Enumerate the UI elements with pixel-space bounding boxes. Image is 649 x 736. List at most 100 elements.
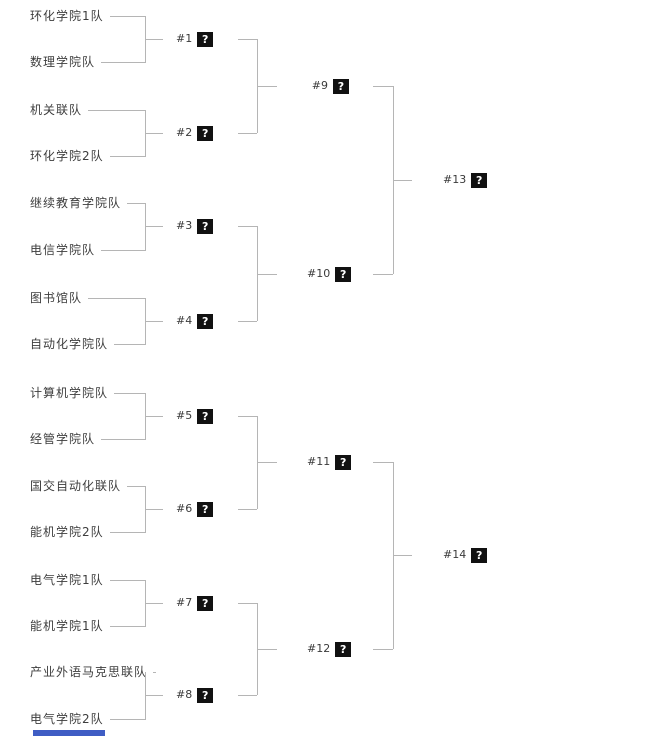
team-row: 数理学院队 (30, 54, 146, 70)
match-label-12: #12? (307, 641, 352, 657)
team-name: 电气学院2队 (30, 712, 104, 726)
team-name: 数理学院队 (30, 55, 96, 69)
bracket-connector (145, 695, 163, 696)
result-placeholder-icon: ? (197, 687, 214, 703)
bracket-connector (145, 509, 163, 510)
team-name: 环化学院2队 (30, 149, 104, 163)
result-placeholder-icon: ? (197, 595, 214, 611)
team-name: 国交自动化联队 (30, 479, 122, 493)
team-row: 电信学院队 (30, 242, 146, 258)
bracket-connector (114, 343, 146, 345)
bracket-connector (393, 555, 412, 556)
match-label-9: #9? (307, 78, 349, 94)
team-name: 自动化学院队 (30, 337, 109, 351)
team-name: 图书馆队 (30, 291, 83, 305)
team-row: 图书馆队 (30, 290, 146, 306)
bracket-connector (109, 531, 146, 533)
team-name: 经管学院队 (30, 432, 96, 446)
bracket-connector (373, 462, 393, 463)
bracket-connector (145, 321, 163, 322)
match-label-5: #5? (176, 408, 214, 424)
bracket-connector (145, 133, 163, 134)
team-row: 继续教育学院队 (30, 195, 146, 211)
match-number: #3 (176, 219, 193, 232)
result-placeholder-icon: ? (335, 641, 352, 657)
team-row: 环化学院2队 (30, 148, 146, 164)
bracket-connector (153, 671, 157, 673)
match-label-2: #2? (176, 125, 214, 141)
match-number: #11 (307, 455, 331, 468)
bracket-connector (109, 15, 146, 17)
bracket-connector (145, 39, 163, 40)
bracket-connector (145, 416, 163, 417)
result-placeholder-icon: ? (197, 31, 214, 47)
team-name: 电气学院1队 (30, 573, 104, 587)
result-placeholder-icon: ? (335, 454, 352, 470)
match-number: #2 (176, 126, 193, 139)
team-row: 能机学院1队 (30, 618, 146, 634)
bracket-connector (145, 603, 163, 604)
bracket-connector (145, 226, 163, 227)
bracket-connector (238, 39, 257, 40)
match-number: #5 (176, 409, 193, 422)
result-placeholder-icon: ? (471, 172, 488, 188)
team-name: 能机学院1队 (30, 619, 104, 633)
bracket-connector (127, 485, 146, 487)
result-placeholder-icon: ? (197, 501, 214, 517)
bracket-connector (114, 392, 146, 394)
result-placeholder-icon: ? (197, 313, 214, 329)
bracket-connector (238, 133, 257, 134)
bracket-connector (101, 438, 146, 440)
bracket-connector (109, 718, 146, 720)
bracket-connector (257, 86, 277, 87)
team-name: 计算机学院队 (30, 386, 109, 400)
bracket-connector (238, 695, 257, 696)
match-number: #6 (176, 502, 193, 515)
bracket-connector (238, 321, 257, 322)
team-name: 产业外语马克思联队 (30, 665, 148, 679)
match-label-11: #11? (307, 454, 352, 470)
team-row: 机关联队 (30, 102, 146, 118)
result-placeholder-icon: ? (197, 408, 214, 424)
team-row: 能机学院2队 (30, 524, 146, 540)
bracket-connector (88, 109, 146, 111)
bracket-connector (109, 155, 146, 157)
bracket-connector (393, 180, 412, 181)
team-row: 电气学院1队 (30, 572, 146, 588)
result-placeholder-icon: ? (197, 125, 214, 141)
match-number: #14 (443, 548, 467, 561)
team-row: 环化学院1队 (30, 8, 146, 24)
team-name: 机关联队 (30, 103, 83, 117)
bracket-connector (373, 86, 393, 87)
bracket-connector (257, 462, 277, 463)
match-number: #1 (176, 32, 193, 45)
bracket-connector (257, 226, 258, 321)
bracket-connector (88, 297, 146, 299)
bracket-connector (127, 202, 146, 204)
match-label-6: #6? (176, 501, 214, 517)
team-row: 产业外语马克思联队 (30, 664, 157, 680)
match-number: #7 (176, 596, 193, 609)
bracket-connector (238, 603, 257, 604)
team-name: 电信学院队 (30, 243, 96, 257)
team-name: 能机学院2队 (30, 525, 104, 539)
bracket-connector (238, 509, 257, 510)
bracket-connector (257, 649, 277, 650)
match-label-13: #13? (443, 172, 488, 188)
bracket-connector (238, 226, 257, 227)
team-row: 经管学院队 (30, 431, 146, 447)
match-number: #4 (176, 314, 193, 327)
team-row: 国交自动化联队 (30, 478, 146, 494)
bracket-connector (257, 274, 277, 275)
bracket-connector (238, 416, 257, 417)
team-row: 计算机学院队 (30, 385, 146, 401)
team-row: 电气学院2队 (30, 711, 146, 727)
team-row: 自动化学院队 (30, 336, 146, 352)
match-label-10: #10? (307, 266, 352, 282)
match-label-4: #4? (176, 313, 214, 329)
bracket-connector (373, 274, 393, 275)
result-placeholder-icon: ? (197, 218, 214, 234)
team-name: 环化学院1队 (30, 9, 104, 23)
partial-footer-bar (33, 730, 105, 736)
match-label-7: #7? (176, 595, 214, 611)
